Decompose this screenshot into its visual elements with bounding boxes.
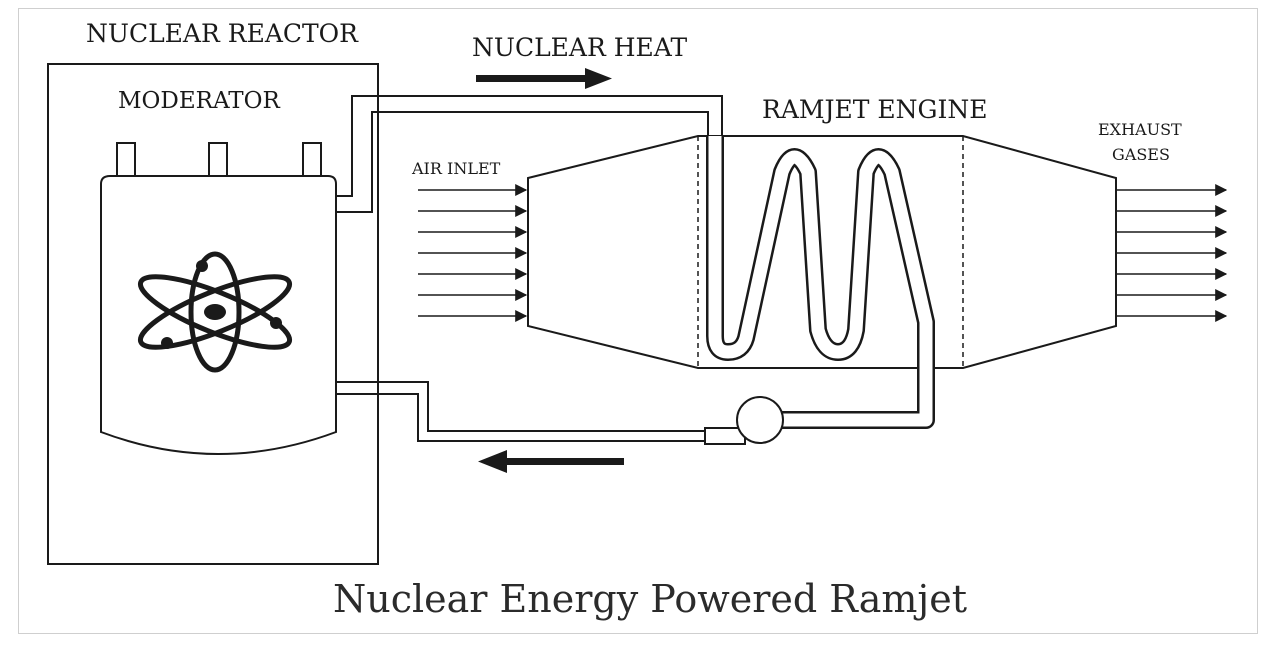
hot-coolant-pipe [336, 95, 723, 213]
arrow-right-icon [476, 68, 612, 89]
gases-label: GASES [1112, 145, 1170, 164]
exhaust-arrows [1116, 184, 1228, 322]
diagram-caption: Nuclear Energy Powered Ramjet [333, 577, 967, 621]
atom-icon [137, 251, 293, 373]
nuclear-reactor-label: NUCLEAR REACTOR [86, 19, 359, 48]
air-inlet-arrows [418, 184, 528, 322]
reactor-housing [47, 63, 379, 565]
pump-icon [704, 396, 784, 445]
ramjet-engine-label: RAMJET ENGINE [762, 95, 987, 124]
moderator-vessel [100, 142, 337, 455]
heat-exchanger-coil [706, 136, 935, 429]
nuclear-heat-label: NUCLEAR HEAT [472, 33, 687, 62]
exhaust-label: EXHAUST [1098, 120, 1182, 139]
moderator-label: MODERATOR [118, 88, 281, 114]
air-inlet-label: AIR INLET [411, 159, 501, 178]
arrow-left-icon [478, 450, 624, 473]
return-coolant-pipe [336, 381, 705, 442]
